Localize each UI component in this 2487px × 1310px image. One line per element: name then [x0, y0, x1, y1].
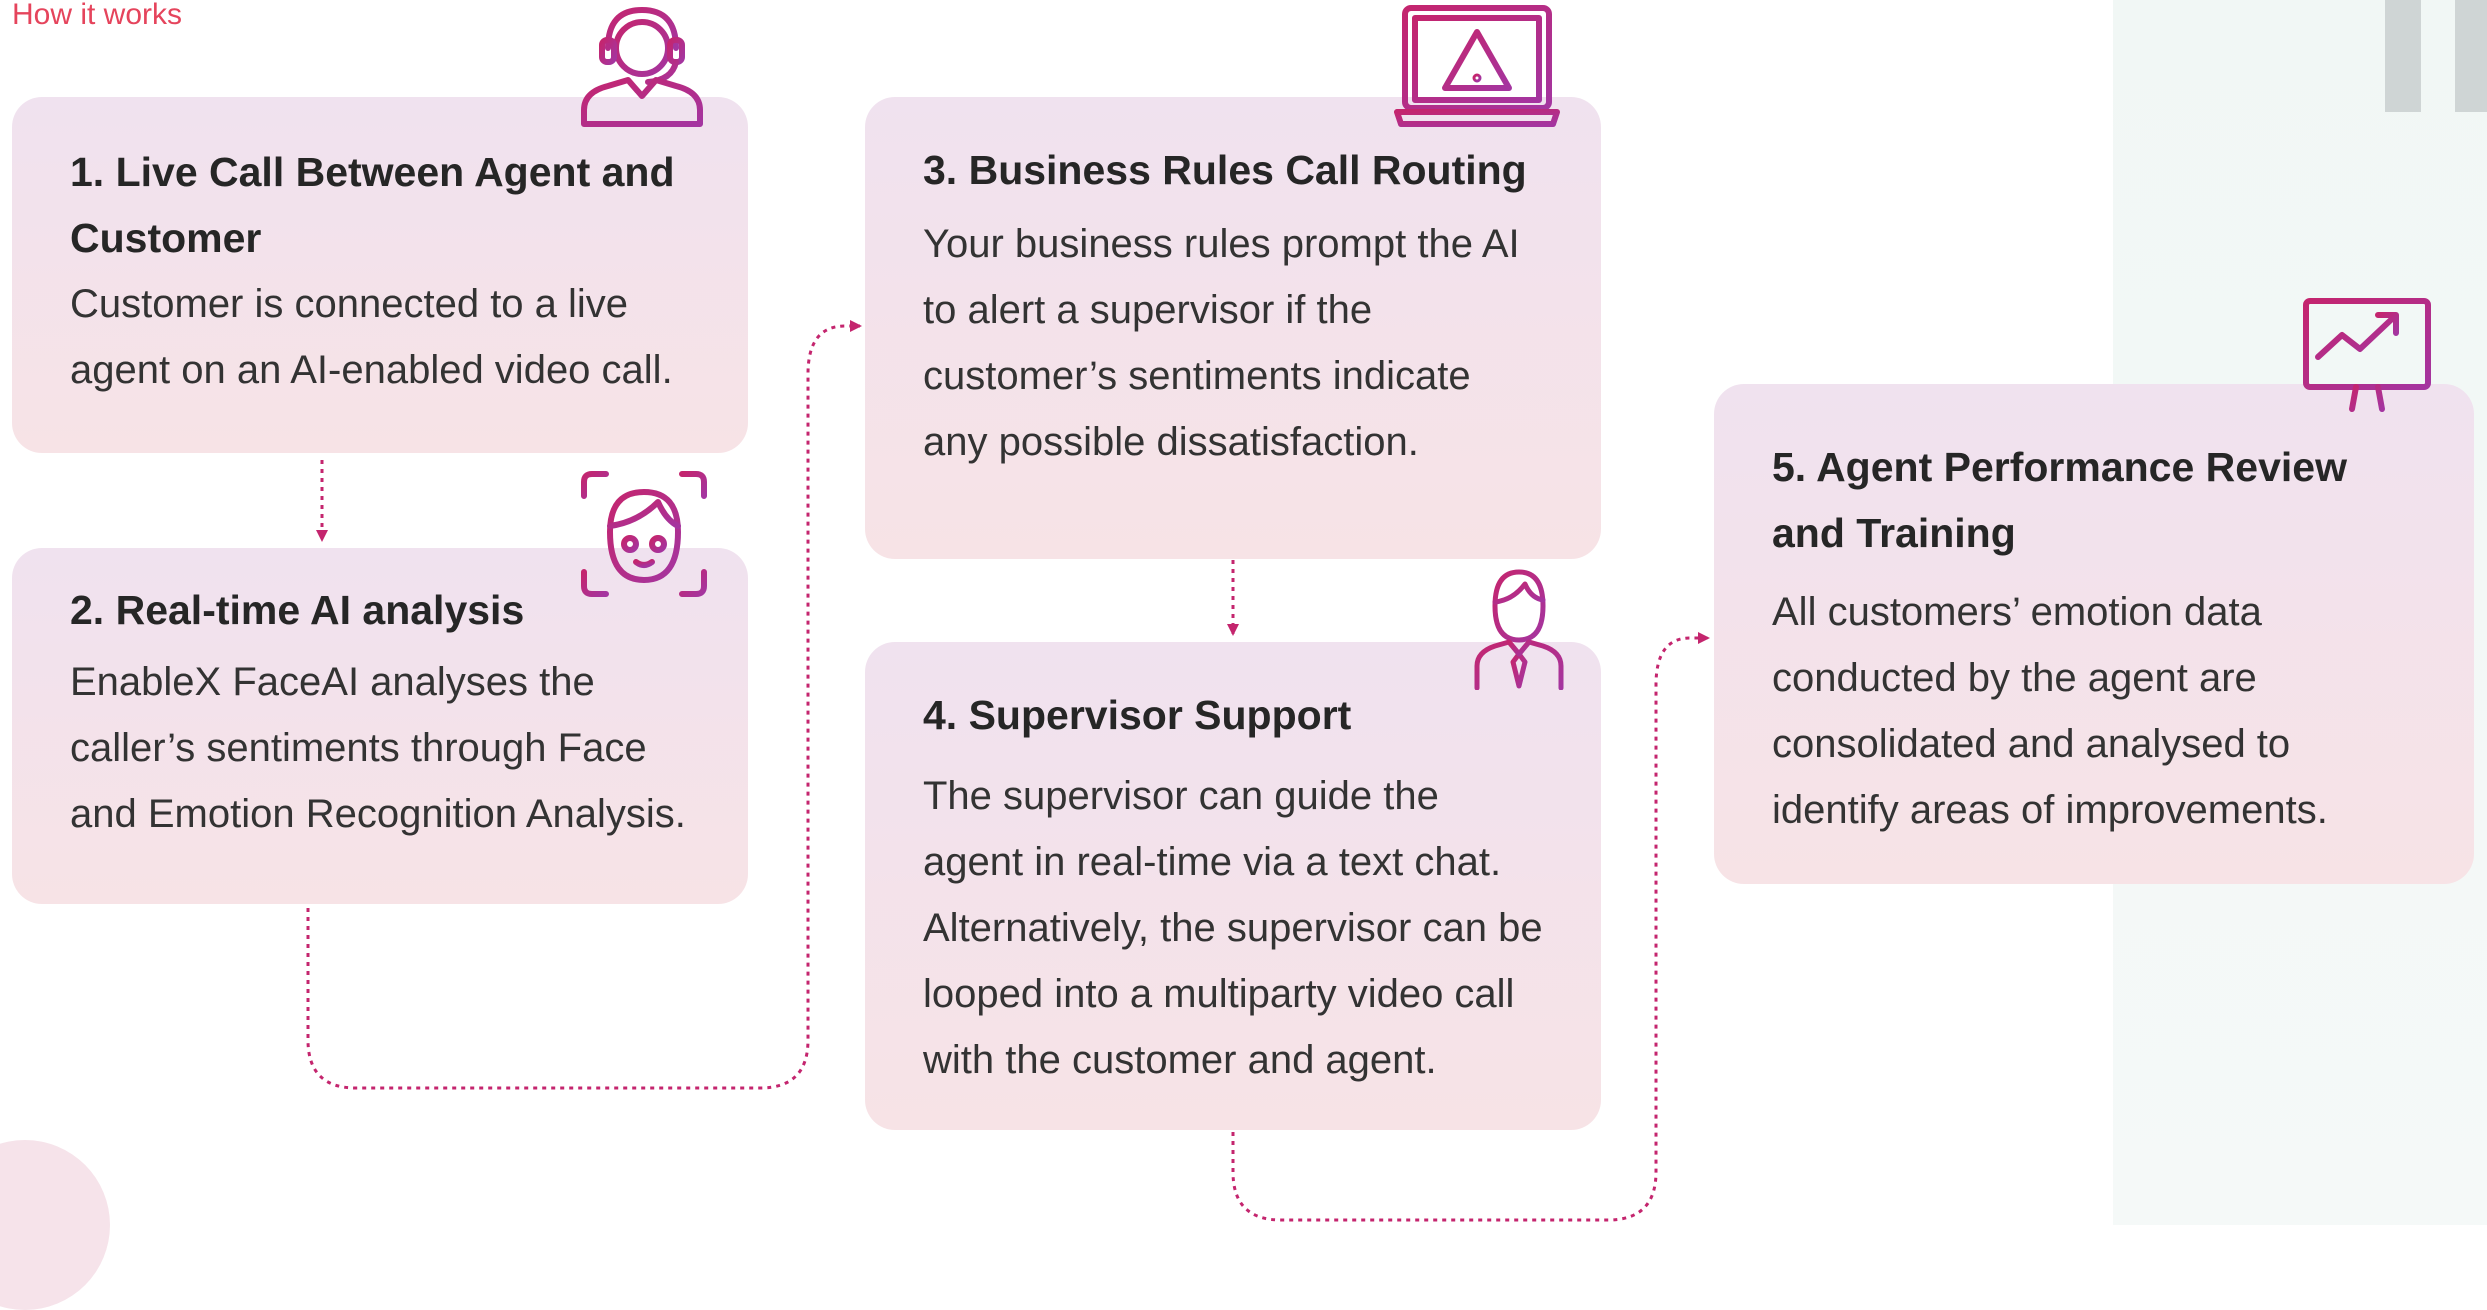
step-card-1: 1. Live Call Between Agent and Customer … — [12, 97, 748, 453]
section-label: How it works — [12, 0, 183, 31]
step-title: 4. Supervisor Support — [923, 692, 1352, 738]
connector-2-3 — [306, 320, 862, 1090]
step-card-4: 4. Supervisor Support The supervisor can… — [865, 642, 1601, 1130]
step-title: 3. Business Rules Call Routing — [923, 147, 1527, 193]
flow-connectors — [306, 320, 1710, 1222]
step-title: 1. Live Call Between Agent and Customer — [70, 149, 675, 261]
step-card-3: 3. Business Rules Call Routing Your busi… — [865, 97, 1601, 559]
monitor-chart-icon — [2303, 298, 2431, 414]
connector-4-5 — [1231, 632, 1710, 1222]
headset-agent-icon — [581, 7, 703, 127]
step-title: 2. Real-time AI analysis — [70, 587, 525, 633]
face-scan-icon — [581, 471, 707, 597]
step-description: Your business rules prompt the AI to ale… — [923, 222, 1520, 464]
step-description: All customers’ emotion data conducted by… — [1772, 590, 2328, 832]
decorative-bar — [2385, 0, 2421, 112]
step-card-2: 2. Real-time AI analysis EnableX FaceAI … — [12, 548, 748, 904]
step-description: Customer is connected to a live agent on… — [70, 282, 673, 392]
supervisor-icon — [1474, 569, 1564, 690]
decorative-bar — [2455, 0, 2487, 112]
step-description: The supervisor can guide the agent in re… — [923, 774, 1543, 1082]
laptop-warning-icon — [1394, 5, 1560, 127]
step-description: EnableX FaceAI analyses the caller’s sen… — [70, 660, 686, 836]
step-card-5: 5. Agent Performance Review and Training… — [1714, 384, 2474, 884]
step-title: 5. Agent Performance Review and Training — [1772, 444, 2347, 556]
